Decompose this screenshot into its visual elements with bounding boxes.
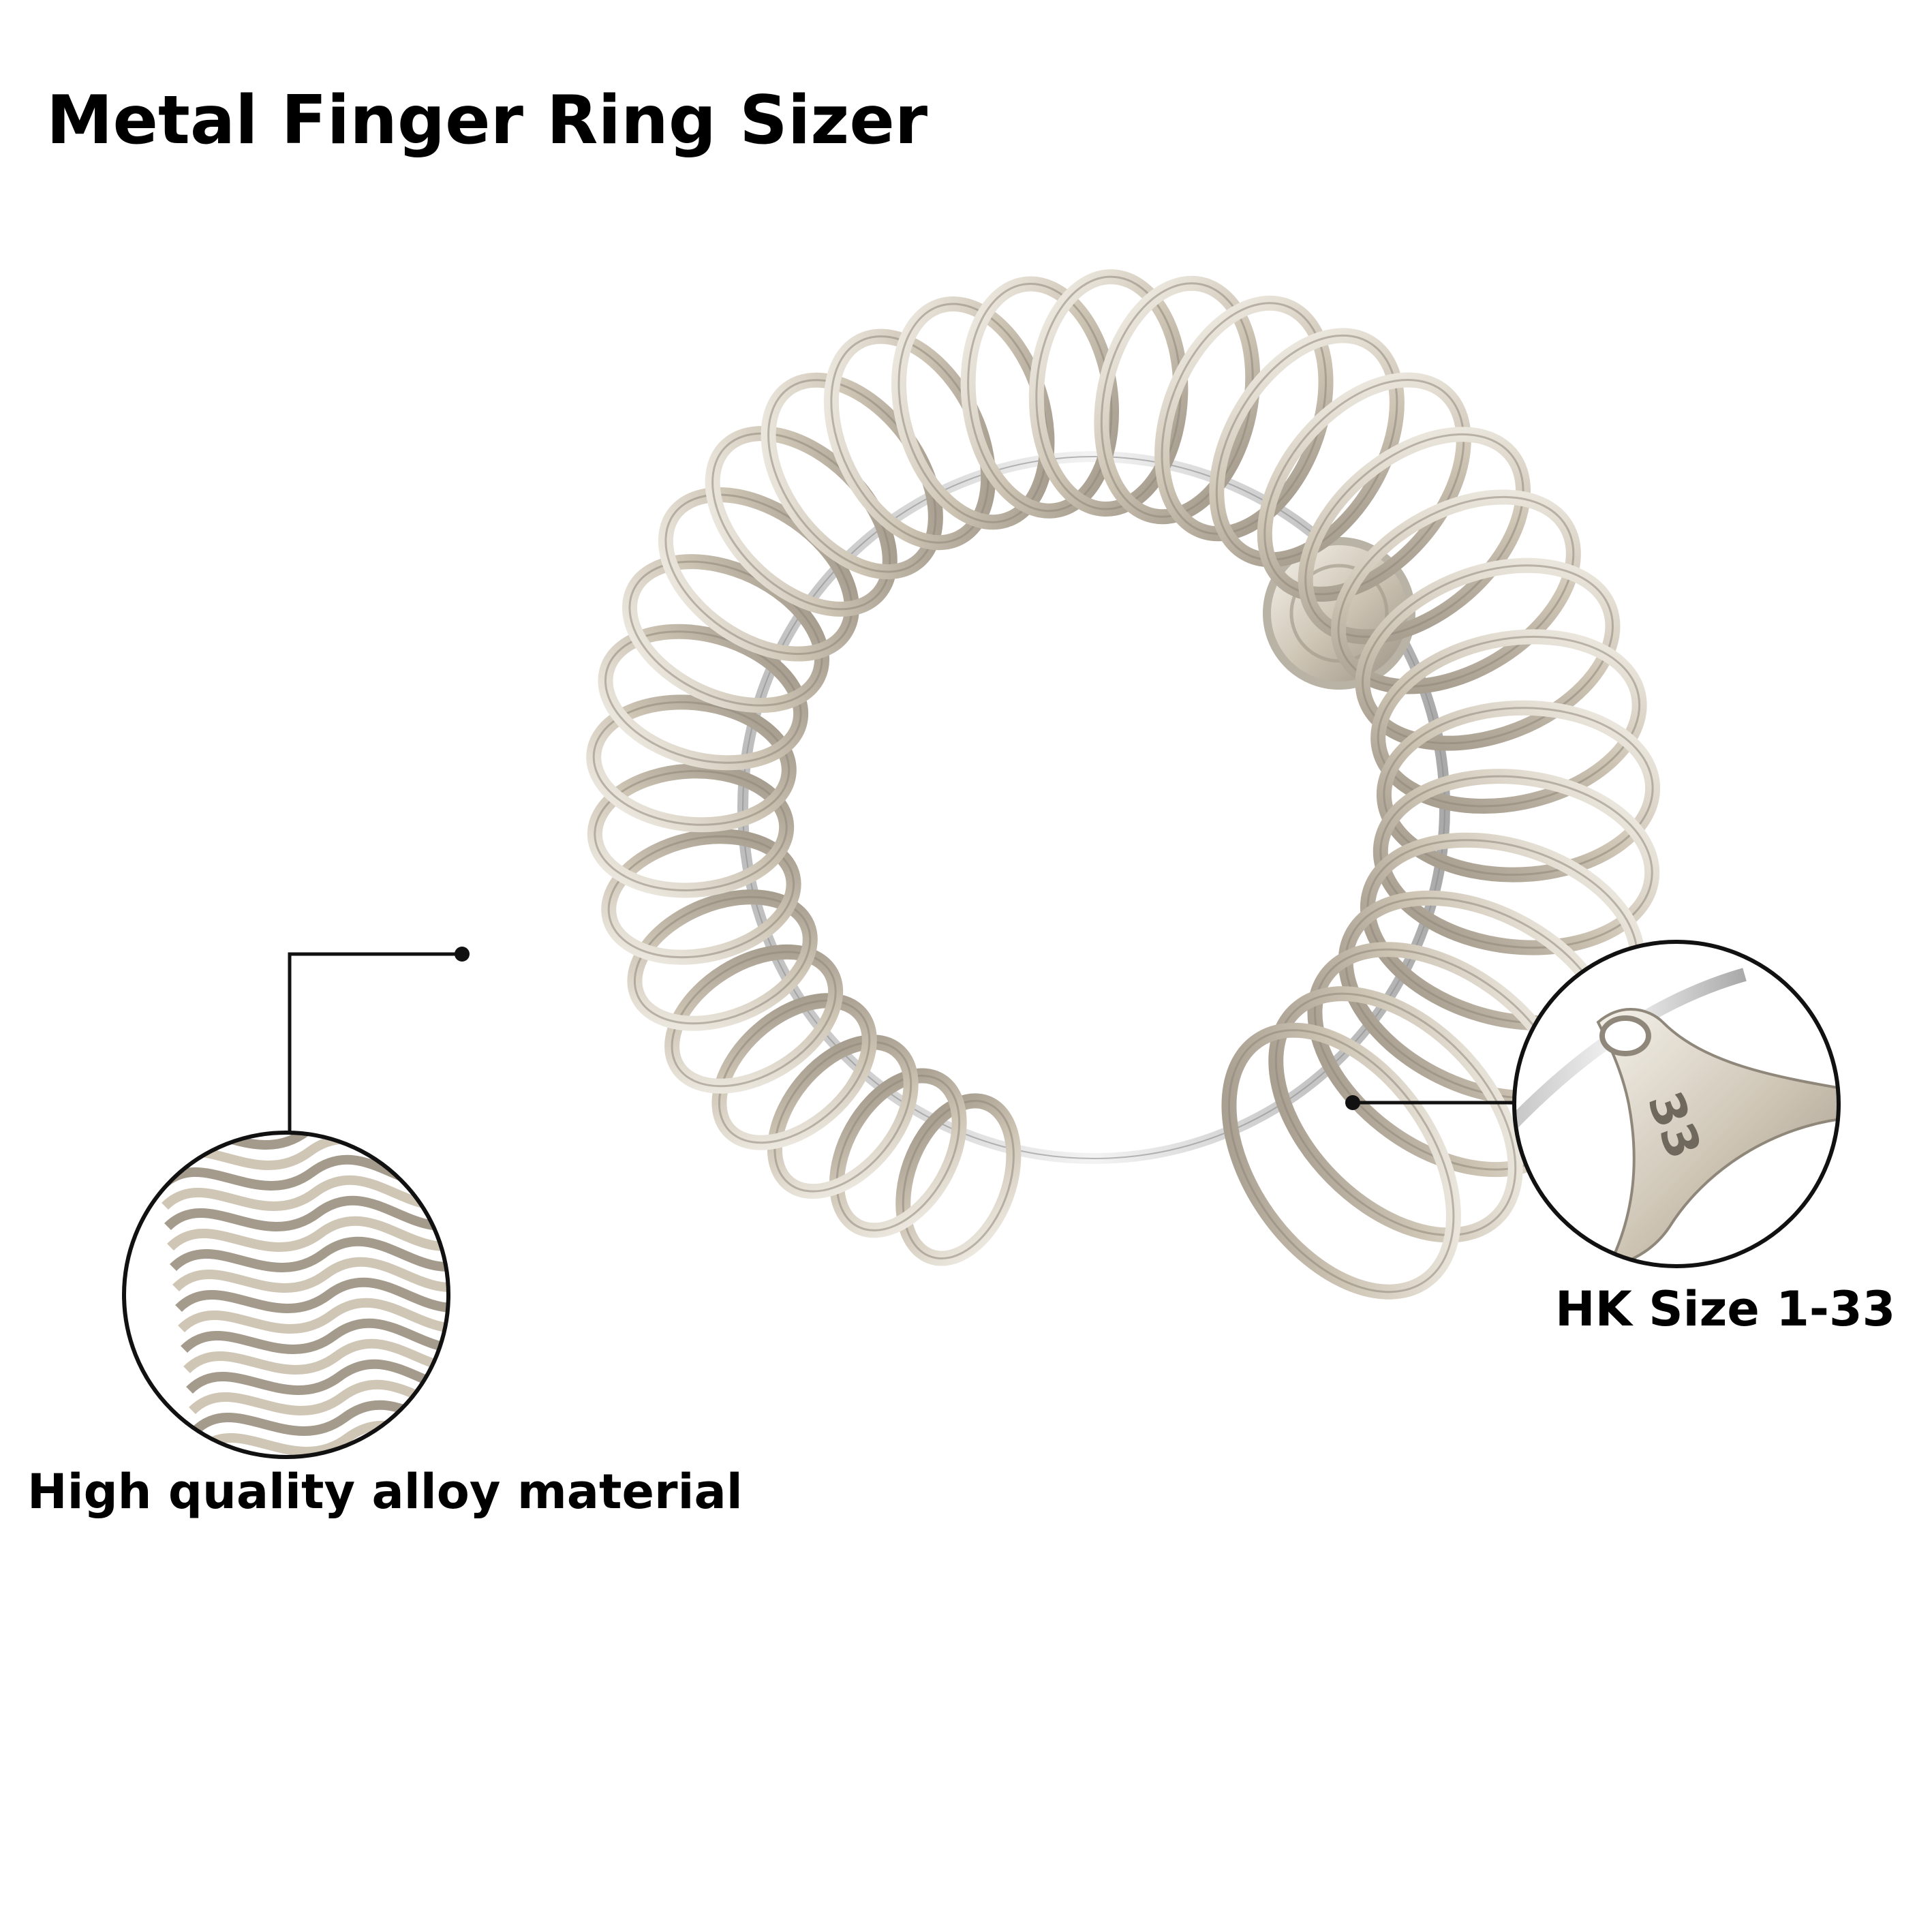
gauge-ring <box>1373 769 1660 955</box>
gauge-ring-edge <box>1161 302 1328 535</box>
right-callout-leader <box>1345 1095 1514 1110</box>
gauge-ring-edge <box>594 769 788 891</box>
ring-gauges-stack <box>586 269 1661 1300</box>
gauge-ring-edge <box>607 835 795 959</box>
gauge-ring-edge <box>1227 1029 1455 1293</box>
gauge-ring-edge <box>1377 635 1641 808</box>
alloy-texture-band <box>178 1298 448 1334</box>
gauge-ring-edge <box>835 1074 961 1231</box>
gauge-ring-edge <box>592 701 791 826</box>
alloy-texture-band <box>170 1236 448 1272</box>
gauge-ring-edge <box>1362 564 1614 745</box>
alloy-texture-band <box>167 1216 448 1252</box>
gauge-ring-edge <box>1304 433 1524 638</box>
alloy-texture-band <box>172 1257 448 1293</box>
gauge-ring-edge <box>902 1099 1015 1260</box>
gauge-ring-edge <box>773 1041 913 1193</box>
alloy-texture-band <box>194 1420 448 1456</box>
alloy-zoom-circle <box>122 1131 450 1459</box>
left-callout-leader <box>288 947 470 1133</box>
gauge-ring <box>829 1068 967 1238</box>
gauge-ring-edge <box>1263 378 1465 596</box>
gauge-ring-edge <box>1379 775 1653 949</box>
alloy-texture-band <box>175 1277 448 1313</box>
page-title: Metal Finger Ring Sizer <box>46 82 928 159</box>
gauge-ring-edge <box>604 630 802 764</box>
gauge-ring-edge <box>671 951 837 1088</box>
gauge-ring-edge <box>633 895 812 1025</box>
alloy-material-caption: High quality alloy material <box>27 1464 743 1520</box>
gauge-ring-edge <box>1274 992 1517 1236</box>
hk-size-caption: HK Size 1-33 <box>1555 1281 1896 1337</box>
size-tag-plate <box>1596 1008 1839 1266</box>
size-tag-zoom-circle: 33 <box>1512 940 1841 1268</box>
alloy-texture-band <box>164 1195 448 1231</box>
gauge-ring-edge <box>1337 495 1575 688</box>
gauge-ring-edge <box>1215 334 1398 561</box>
alloy-texture-band <box>181 1318 448 1354</box>
gauge-ring-edge <box>718 999 871 1144</box>
gauge-ring-edge <box>1383 707 1654 876</box>
gauge-ring-edge <box>1100 282 1254 518</box>
gauge-ring <box>711 993 877 1150</box>
